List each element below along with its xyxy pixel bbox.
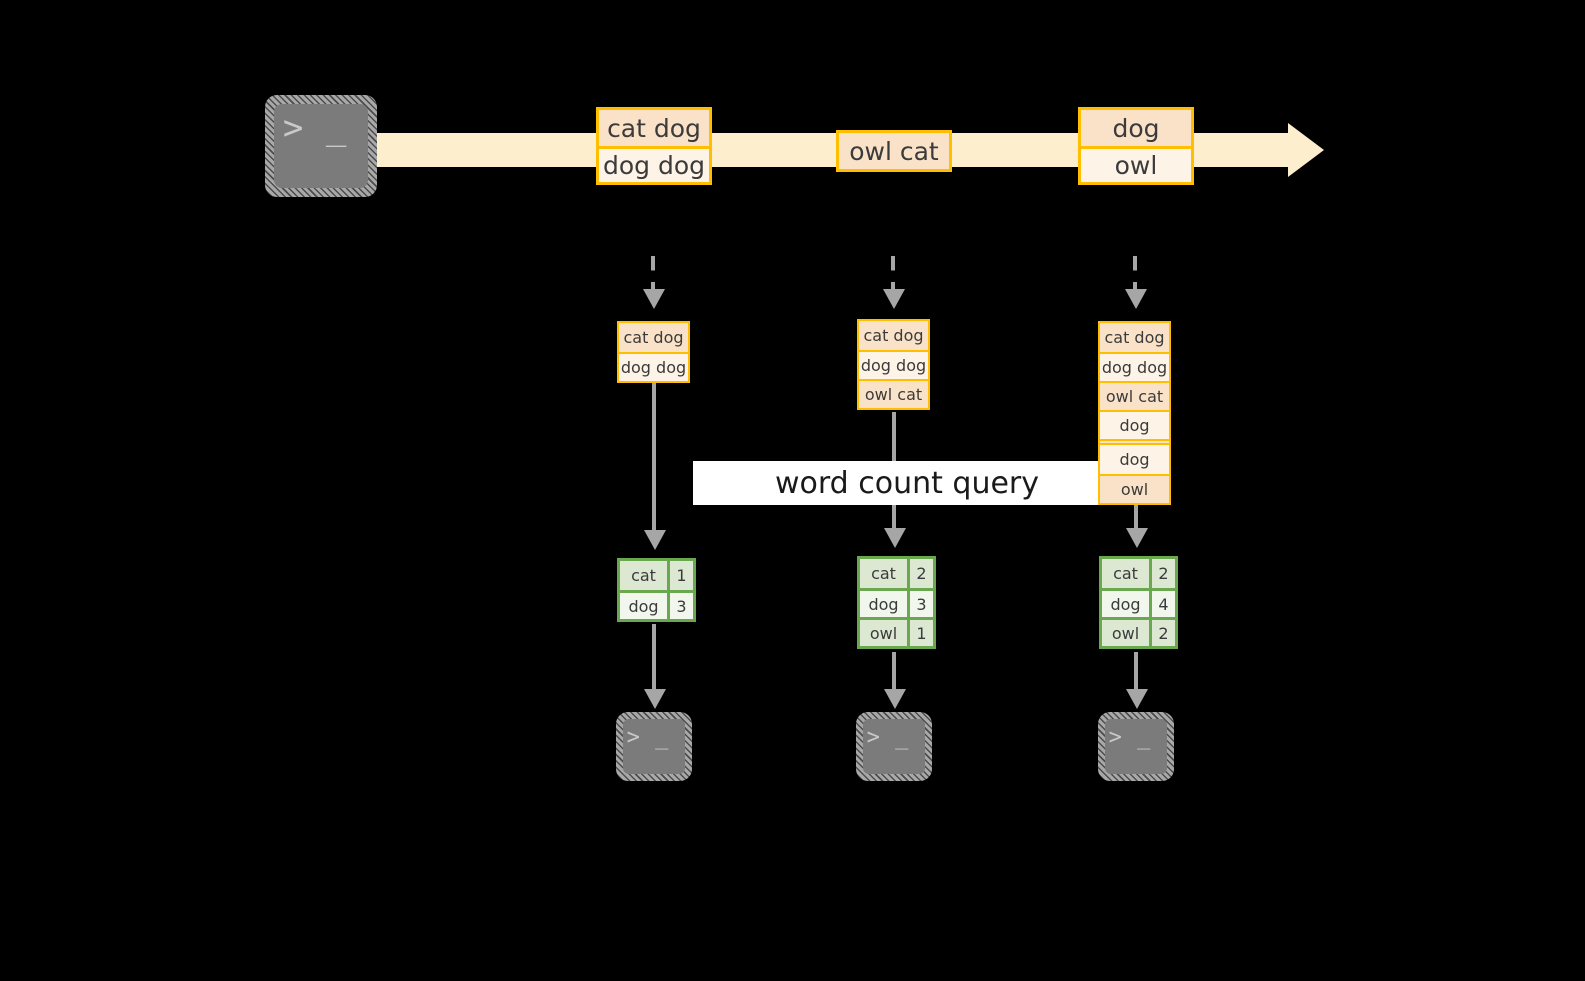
arrow-head-icon xyxy=(644,530,666,550)
right-arrow-icon xyxy=(1288,123,1324,177)
result-count: 2 xyxy=(1149,620,1175,646)
snapshot-2-log: cat dog dog dog owl cat xyxy=(857,319,930,410)
terminal-screen xyxy=(1105,719,1167,774)
table-row: cat 2 xyxy=(1102,559,1175,588)
dashed-down-arrow-icon xyxy=(651,256,655,292)
terminal-screen xyxy=(274,104,368,188)
table-row: owl 1 xyxy=(860,617,933,646)
stream-message-2: owl cat xyxy=(836,130,952,172)
log-entry: cat dog xyxy=(1100,323,1169,352)
dashed-down-arrow-icon xyxy=(1133,256,1137,292)
message-line: owl cat xyxy=(839,133,949,169)
result-word: cat xyxy=(860,559,907,588)
snapshot-3-log-overlay: dog owl xyxy=(1098,443,1171,505)
arrow-head-icon xyxy=(644,689,666,709)
result-count: 2 xyxy=(1149,559,1175,588)
log-entry: cat dog xyxy=(859,321,928,350)
log-entry: dog xyxy=(1100,445,1169,474)
result-word: owl xyxy=(860,620,907,646)
page-title: word count query xyxy=(774,465,1040,501)
stream-message-3: dog owl xyxy=(1078,107,1194,185)
arrow-head-icon xyxy=(884,689,906,709)
snapshot-1-log: cat dog dog dog xyxy=(617,321,690,383)
message-line: dog xyxy=(1081,110,1191,146)
table-row: cat 1 xyxy=(620,561,693,590)
snapshot-1-to-consumer-connector xyxy=(652,624,656,692)
arrow-head-icon xyxy=(884,528,906,548)
result-word: dog xyxy=(1102,591,1149,617)
result-count: 1 xyxy=(667,561,693,590)
terminal-prompt: > _ xyxy=(626,725,670,751)
terminal-prompt: > _ xyxy=(282,108,348,149)
arrow-head-icon xyxy=(883,289,905,309)
terminal-prompt: > _ xyxy=(1108,725,1152,751)
result-count: 3 xyxy=(907,591,933,617)
stream-message-1: cat dog dog dog xyxy=(596,107,712,185)
table-row: dog 4 xyxy=(1102,588,1175,617)
log-entry: dog xyxy=(1100,410,1169,439)
result-word: cat xyxy=(1102,559,1149,588)
table-row: owl 2 xyxy=(1102,617,1175,646)
snapshot-3-result-table: cat 2 dog 4 owl 2 xyxy=(1099,556,1178,649)
snapshot-2-result-table: cat 2 dog 3 owl 1 xyxy=(857,556,936,649)
terminal-screen xyxy=(623,719,685,774)
snapshot-1-to-result-connector xyxy=(652,383,656,533)
log-entry: dog dog xyxy=(859,350,928,379)
log-entry: dog dog xyxy=(619,352,688,381)
table-row: dog 3 xyxy=(860,588,933,617)
table-row: dog 3 xyxy=(620,590,693,619)
arrow-head-icon xyxy=(1126,528,1148,548)
result-count: 2 xyxy=(907,559,933,588)
message-line: dog dog xyxy=(599,146,709,182)
result-count: 1 xyxy=(907,620,933,646)
result-word: dog xyxy=(620,593,667,619)
log-entry: owl xyxy=(1100,474,1169,503)
query-label-band: word count query xyxy=(693,461,1121,505)
snapshot-1-consumer-terminal-icon: > _ xyxy=(616,712,692,781)
terminal-screen xyxy=(863,719,925,774)
producer-terminal-icon: > _ xyxy=(265,95,377,197)
log-entry: owl cat xyxy=(859,379,928,408)
result-word: cat xyxy=(620,561,667,590)
message-line: cat dog xyxy=(599,110,709,146)
result-count: 3 xyxy=(667,593,693,619)
log-entry: dog dog xyxy=(1100,352,1169,381)
log-entry: owl cat xyxy=(1100,381,1169,410)
table-row: cat 2 xyxy=(860,559,933,588)
result-word: dog xyxy=(860,591,907,617)
log-entry: cat dog xyxy=(619,323,688,352)
snapshot-3-to-consumer-connector xyxy=(1134,652,1138,692)
snapshot-3-consumer-terminal-icon: > _ xyxy=(1098,712,1174,781)
terminal-prompt: > _ xyxy=(866,725,910,751)
arrow-head-icon xyxy=(1126,689,1148,709)
snapshot-2-to-consumer-connector xyxy=(892,652,896,692)
result-count: 4 xyxy=(1149,591,1175,617)
result-word: owl xyxy=(1102,620,1149,646)
dashed-down-arrow-icon xyxy=(891,256,895,292)
snapshot-2-consumer-terminal-icon: > _ xyxy=(856,712,932,781)
snapshot-1-result-table: cat 1 dog 3 xyxy=(617,558,696,622)
arrow-head-icon xyxy=(643,289,665,309)
message-line: owl xyxy=(1081,146,1191,182)
arrow-head-icon xyxy=(1125,289,1147,309)
